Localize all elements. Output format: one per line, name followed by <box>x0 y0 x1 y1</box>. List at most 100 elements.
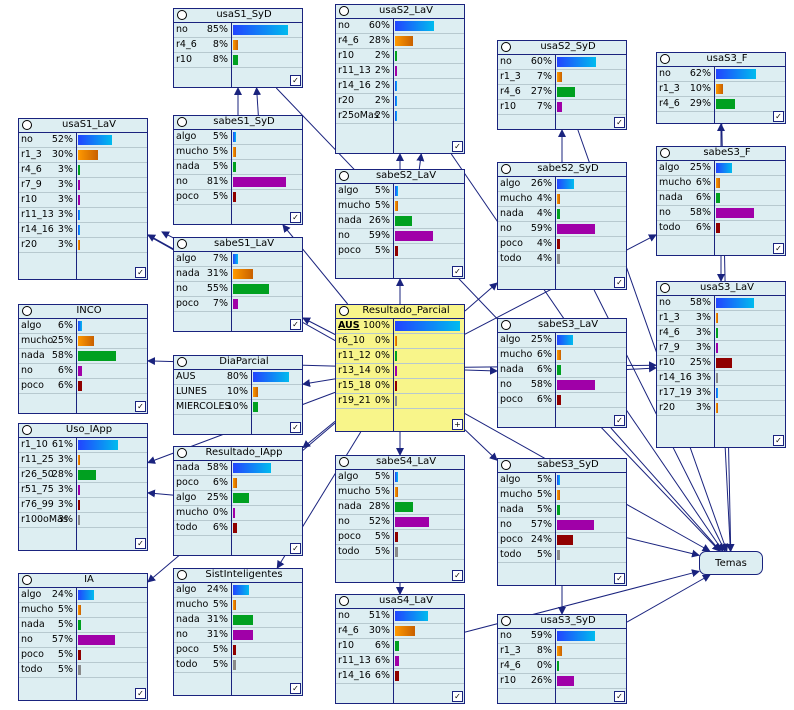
node-header[interactable]: usaS2_SyD <box>498 41 626 55</box>
node-header[interactable]: usaS1_SyD <box>174 9 302 23</box>
checkbox-icon[interactable]: ✓ <box>614 277 625 288</box>
node-header[interactable]: usaS3_SyD <box>498 615 626 629</box>
checkbox-icon[interactable]: ✓ <box>614 117 625 128</box>
node-header[interactable]: sabeS1_SyD <box>174 116 302 130</box>
node-header[interactable]: sabeS4_LaV <box>336 456 464 470</box>
checkbox-icon[interactable]: ✓ <box>135 538 146 549</box>
node-header[interactable]: Resultado_IApp <box>174 447 302 461</box>
checkbox-icon[interactable]: ✓ <box>290 422 301 433</box>
node-header[interactable]: sabeS1_LaV <box>174 238 302 252</box>
checkbox-icon[interactable]: ✓ <box>135 688 146 699</box>
node-header[interactable]: usaS2_LaV <box>336 5 464 19</box>
checkbox-icon[interactable]: ✓ <box>452 141 463 152</box>
checkbox-icon[interactable]: ✓ <box>290 543 301 554</box>
checkbox-icon[interactable]: ✓ <box>773 435 784 446</box>
node-header[interactable]: SistInteligentes <box>174 569 302 583</box>
expand-icon[interactable]: + <box>452 419 463 430</box>
checkbox-icon[interactable]: ✓ <box>452 691 463 702</box>
temas-node[interactable]: Temas <box>699 551 763 575</box>
node-header[interactable]: IA <box>19 574 147 588</box>
node-header[interactable]: Uso_IApp <box>19 424 147 438</box>
node-header[interactable]: usaS4_LaV <box>336 595 464 609</box>
node-header[interactable]: sabeS3_SyD <box>498 459 626 473</box>
checkbox-icon[interactable]: ✓ <box>773 243 784 254</box>
checkbox-icon[interactable]: ✓ <box>135 267 146 278</box>
node-header[interactable]: sabeS2_LaV <box>336 170 464 184</box>
